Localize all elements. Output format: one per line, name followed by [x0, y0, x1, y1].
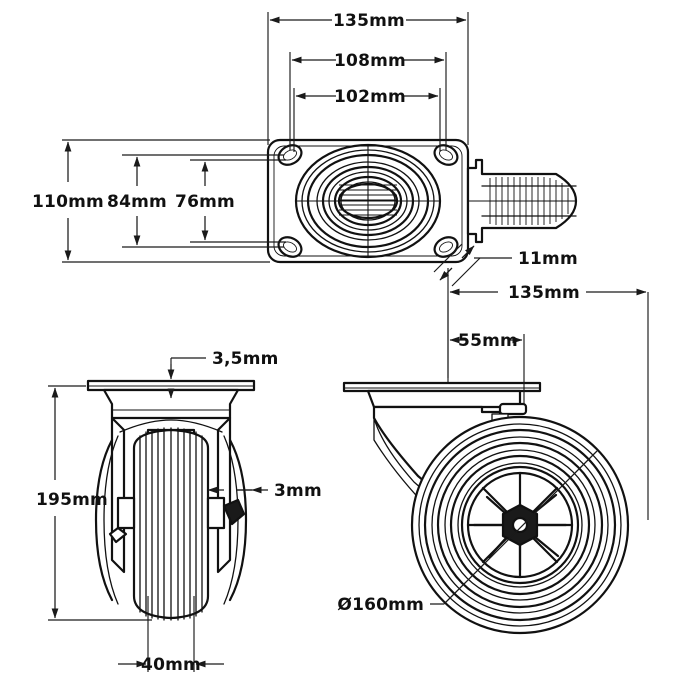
front-view-wheel: [132, 427, 210, 621]
side-view-wheel: [410, 415, 630, 635]
front-view-group: 3,5mm 195mm 3mm: [36, 349, 322, 675]
dim-top-108: 108mm: [289, 51, 447, 150]
front-view-mounting-plate: [86, 379, 256, 392]
dim-top-76: 76mm: [175, 159, 286, 243]
side-view-axle-hole: [511, 516, 529, 534]
dim-front-3-5: 3,5mm: [167, 349, 279, 399]
side-view-swivel-housing: [366, 389, 522, 409]
dim-label-plate-length: 135mm: [333, 11, 405, 31]
dim-label-bolt-span-short: 84mm: [107, 192, 167, 212]
side-view-group: 135mm 55mm Ø160mm: [337, 268, 649, 635]
dim-front-40: 40mm: [118, 596, 224, 675]
dim-label-bolt-span-long: 108mm: [334, 51, 406, 71]
dim-label-wheel-width: 40mm: [141, 655, 201, 675]
dim-side-135: 135mm: [447, 268, 649, 520]
dim-label-plate-thickness: 3,5mm: [212, 349, 279, 369]
dim-side-diameter: Ø160mm: [337, 450, 598, 615]
dim-top-102: 102mm: [293, 87, 441, 152]
front-view-fork-leg-right: [216, 416, 232, 574]
dim-label-side-overall-length: 135mm: [508, 283, 580, 303]
dim-label-plate-width: 110mm: [32, 192, 104, 212]
dim-top-110: 110mm: [32, 139, 270, 263]
side-view-mounting-plate: [342, 381, 542, 393]
front-view-axle-brackets: [108, 496, 246, 544]
dim-side-55: 55mm: [447, 300, 525, 404]
dim-label-tread-gap: 3mm: [274, 481, 322, 501]
top-view-fork-arm: [466, 158, 578, 244]
dim-label-swivel-offset: 55mm: [458, 331, 518, 351]
dim-front-3: 3mm: [207, 481, 322, 501]
dim-top-11: 11mm: [433, 243, 578, 287]
dim-label-bolt-hole-diameter: 11mm: [518, 249, 578, 269]
dim-label-overall-height: 195mm: [36, 490, 108, 510]
dim-top-84: 84mm: [107, 154, 284, 248]
front-view-fork-leg-left: [110, 416, 126, 574]
dim-label-wheel-diameter: Ø160mm: [337, 595, 424, 615]
side-view-kingpin-cap: [498, 402, 528, 416]
dim-label-inner-span: 102mm: [334, 87, 406, 107]
top-view-group: 135mm 108mm 102mm: [32, 11, 578, 287]
dim-front-195: 195mm: [36, 385, 152, 621]
dim-label-inner-width: 76mm: [175, 192, 235, 212]
dim-top-135: 135mm: [267, 11, 469, 145]
